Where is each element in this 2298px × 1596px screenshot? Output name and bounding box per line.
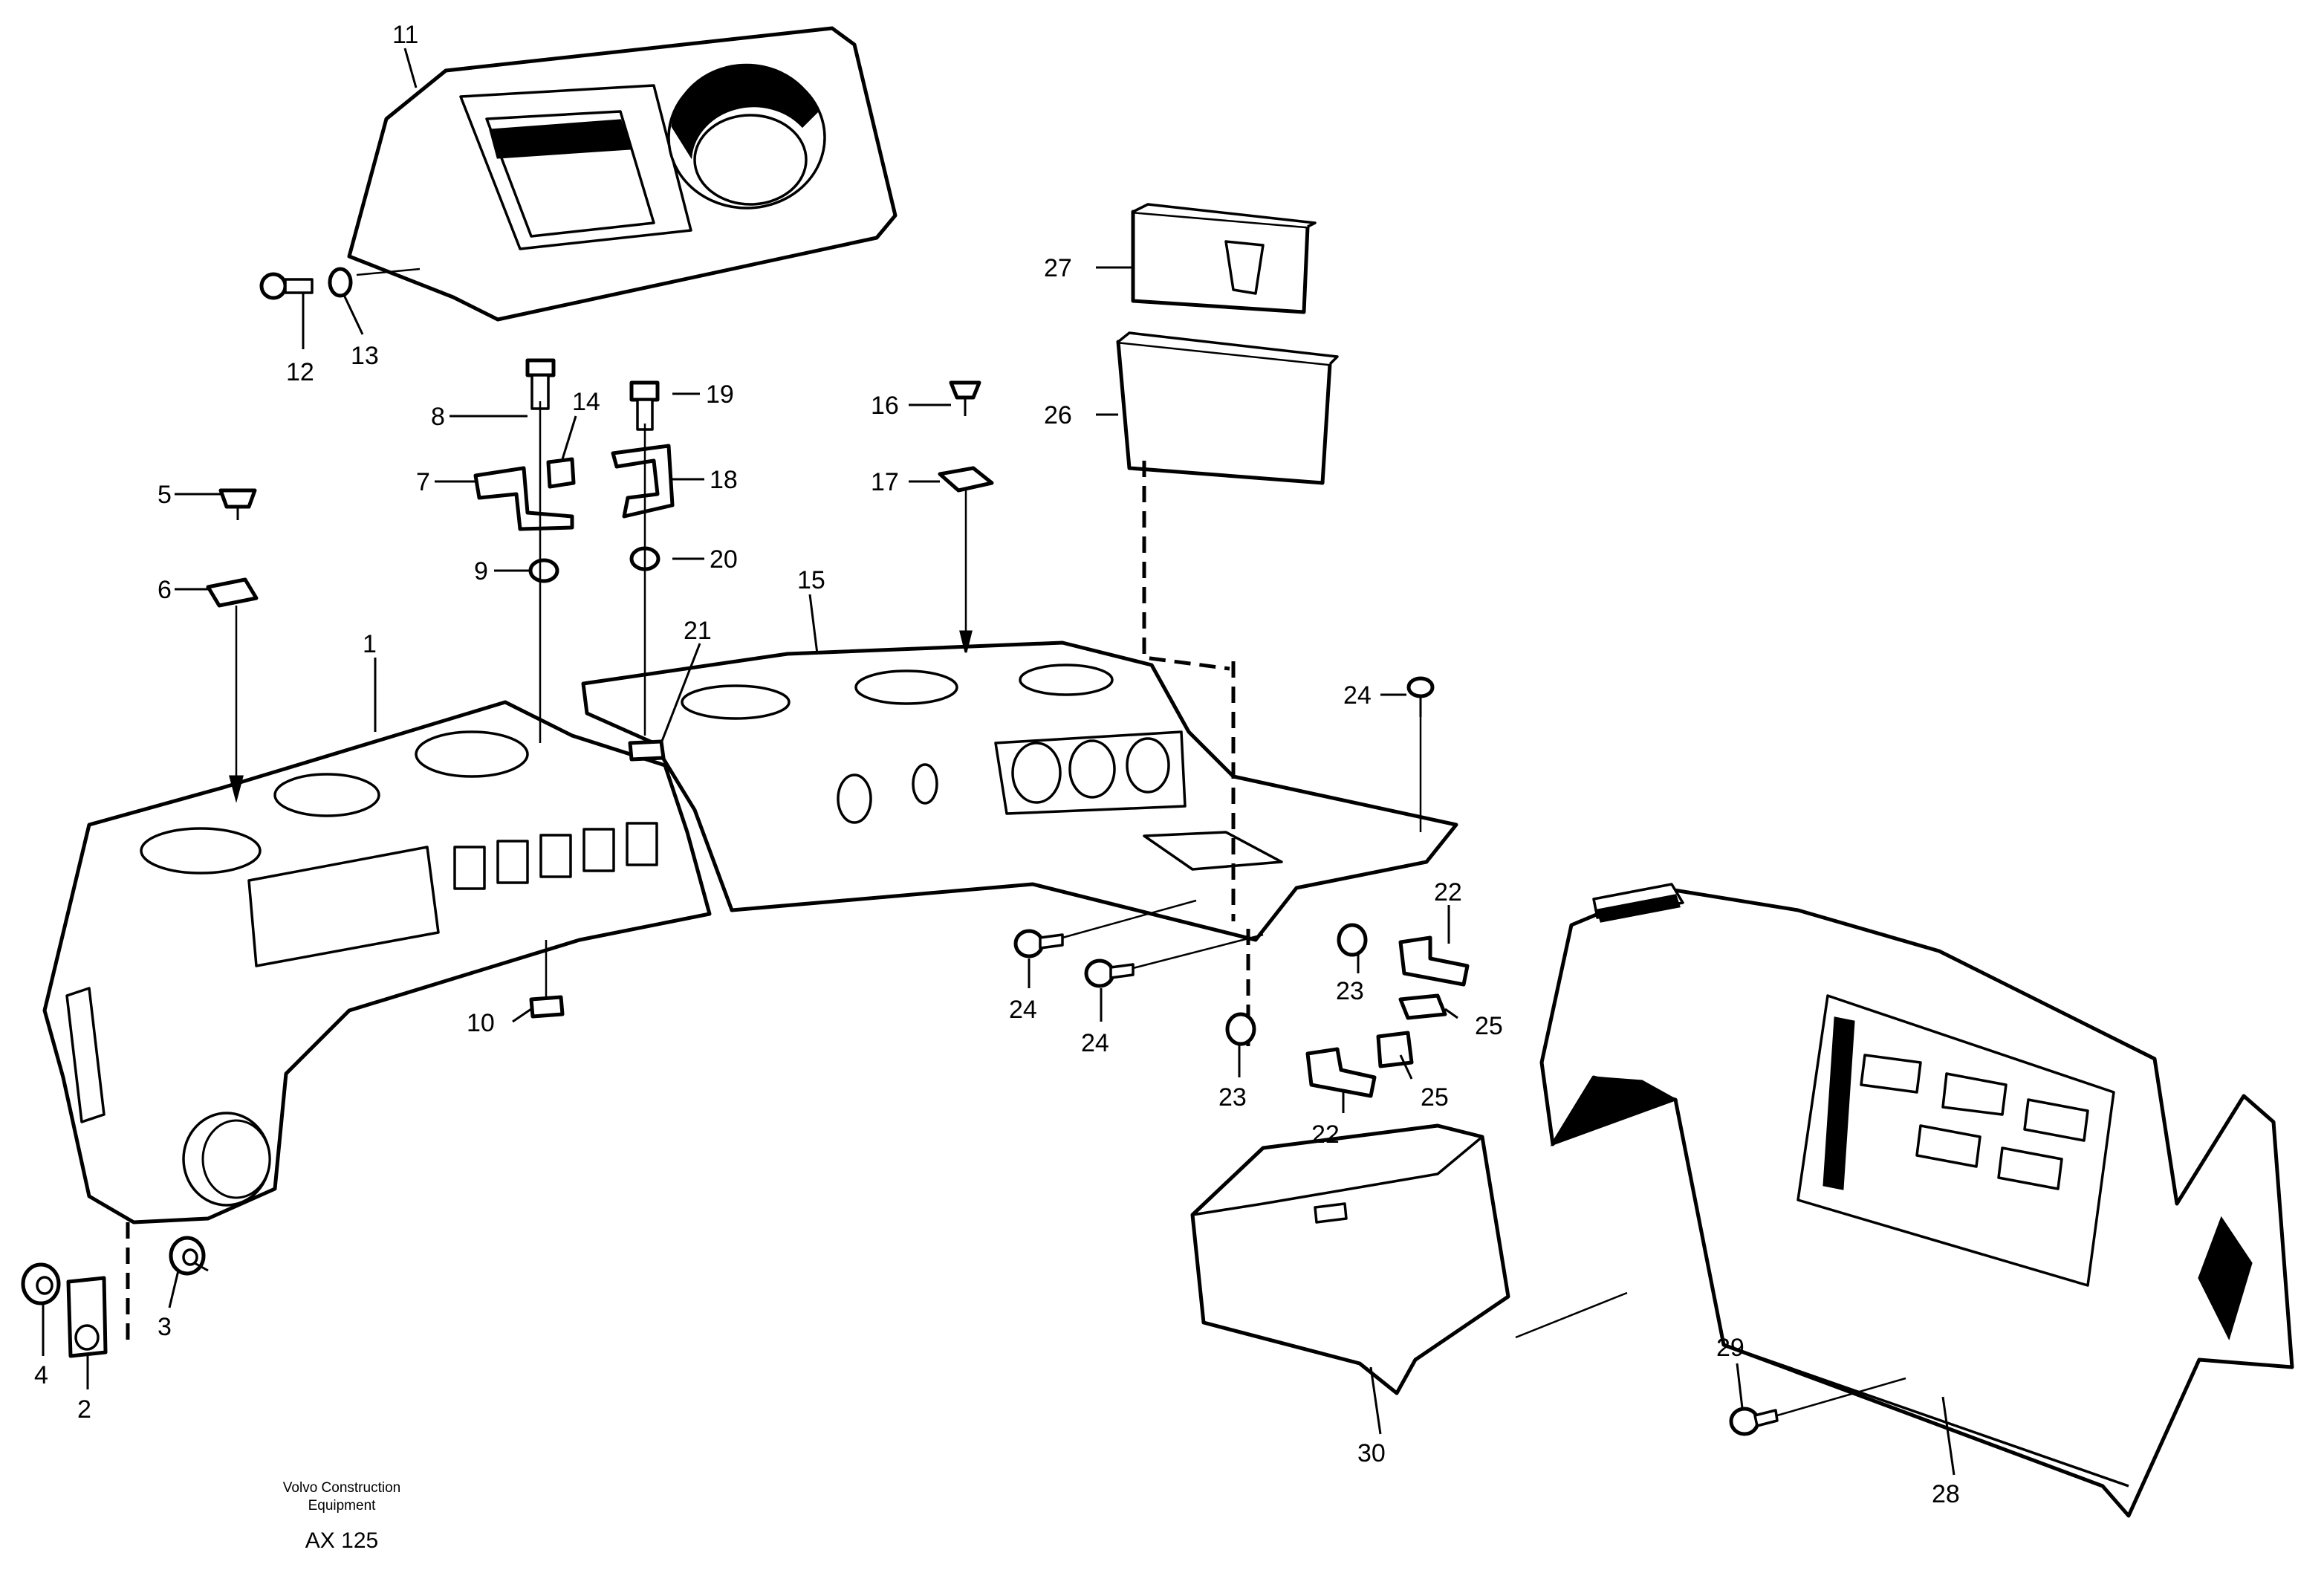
bracket-22-a [1398, 935, 1470, 987]
dashboard-left-panel [42, 700, 712, 1224]
title-block: Volvo Construction Equipment AX 125 [283, 1480, 400, 1553]
callout-23-b: 23 [1218, 1083, 1247, 1112]
callout-11: 11 [392, 21, 418, 49]
screw-5 [218, 488, 257, 520]
box-26 [1116, 331, 1339, 485]
drawing-reference: AX 125 [305, 1528, 378, 1553]
clip-25-a [1398, 993, 1447, 1020]
callout-13: 13 [351, 342, 379, 370]
nut-21 [628, 739, 666, 762]
instrument-housing [347, 26, 898, 322]
callout-17: 17 [871, 468, 899, 496]
callout-10: 10 [467, 1009, 495, 1037]
callout-24-b: 24 [1081, 1029, 1109, 1057]
nut-3 [169, 1236, 206, 1276]
callout-16: 16 [871, 392, 899, 420]
switch-row [453, 822, 658, 890]
nut-10 [529, 995, 565, 1019]
rear-housing-28 [1539, 883, 2294, 1518]
callout-14: 14 [572, 388, 600, 416]
bracket-18 [611, 444, 675, 519]
callout-1: 1 [363, 630, 377, 658]
dashboard-right-panel [581, 640, 1458, 942]
callout-26: 26 [1044, 401, 1072, 429]
callout-8: 8 [431, 403, 445, 431]
callout-12: 12 [286, 358, 314, 386]
callout-19: 19 [706, 380, 734, 409]
maker-name-line2: Equipment [308, 1498, 377, 1514]
callout-24-a: 24 [1009, 996, 1037, 1024]
bracket-22-b [1305, 1047, 1377, 1098]
plate-2 [66, 1276, 108, 1358]
callout-22-a: 22 [1434, 878, 1462, 906]
maker-name-line1: Volvo Construction [283, 1480, 400, 1496]
callout-22-b: 22 [1311, 1120, 1340, 1149]
screw-24-a [1013, 929, 1064, 958]
screw-12 [259, 272, 314, 300]
nut-4 [21, 1262, 61, 1305]
callout-21: 21 [684, 617, 712, 645]
callout-3: 3 [158, 1313, 172, 1341]
callout-25-b: 25 [1421, 1083, 1449, 1112]
callout-18: 18 [710, 466, 738, 494]
screw-16 [949, 380, 981, 416]
callout-4: 4 [34, 1361, 48, 1389]
screw-19 [629, 380, 660, 431]
cover-30 [1190, 1123, 1510, 1395]
clip-17 [938, 466, 994, 493]
leader-lines [42, 48, 1955, 1476]
screw-24-b [1084, 958, 1135, 988]
nut-23-a [1337, 923, 1368, 957]
clip-25-b [1376, 1031, 1414, 1068]
callout-2: 2 [77, 1395, 91, 1424]
callout-7: 7 [416, 468, 430, 496]
callout-20: 20 [710, 545, 738, 574]
callout-28: 28 [1932, 1480, 1960, 1508]
callout-29: 29 [1716, 1334, 1744, 1362]
screw-24-top [1406, 676, 1435, 717]
spacer-9 [528, 558, 559, 583]
callout-9: 9 [474, 557, 488, 585]
clip-6 [206, 577, 259, 608]
box-27 [1131, 203, 1317, 314]
callout-15: 15 [797, 566, 825, 594]
callout-labels: 11 12 13 8 14 19 7 18 9 20 5 6 1 21 15 1… [34, 21, 1960, 1508]
nut-23-b [1225, 1012, 1256, 1046]
callout-30: 30 [1357, 1439, 1386, 1467]
callout-27: 27 [1044, 254, 1072, 282]
callout-24-top: 24 [1343, 681, 1372, 710]
washer-13 [328, 267, 353, 298]
screw-8 [525, 358, 556, 410]
callout-5: 5 [158, 481, 172, 509]
callout-6: 6 [158, 576, 172, 604]
bracket-7 [473, 466, 574, 531]
screw-29 [1729, 1407, 1779, 1436]
clip-14 [546, 457, 576, 489]
callout-23-a: 23 [1336, 977, 1364, 1005]
callout-25-a: 25 [1475, 1012, 1503, 1040]
